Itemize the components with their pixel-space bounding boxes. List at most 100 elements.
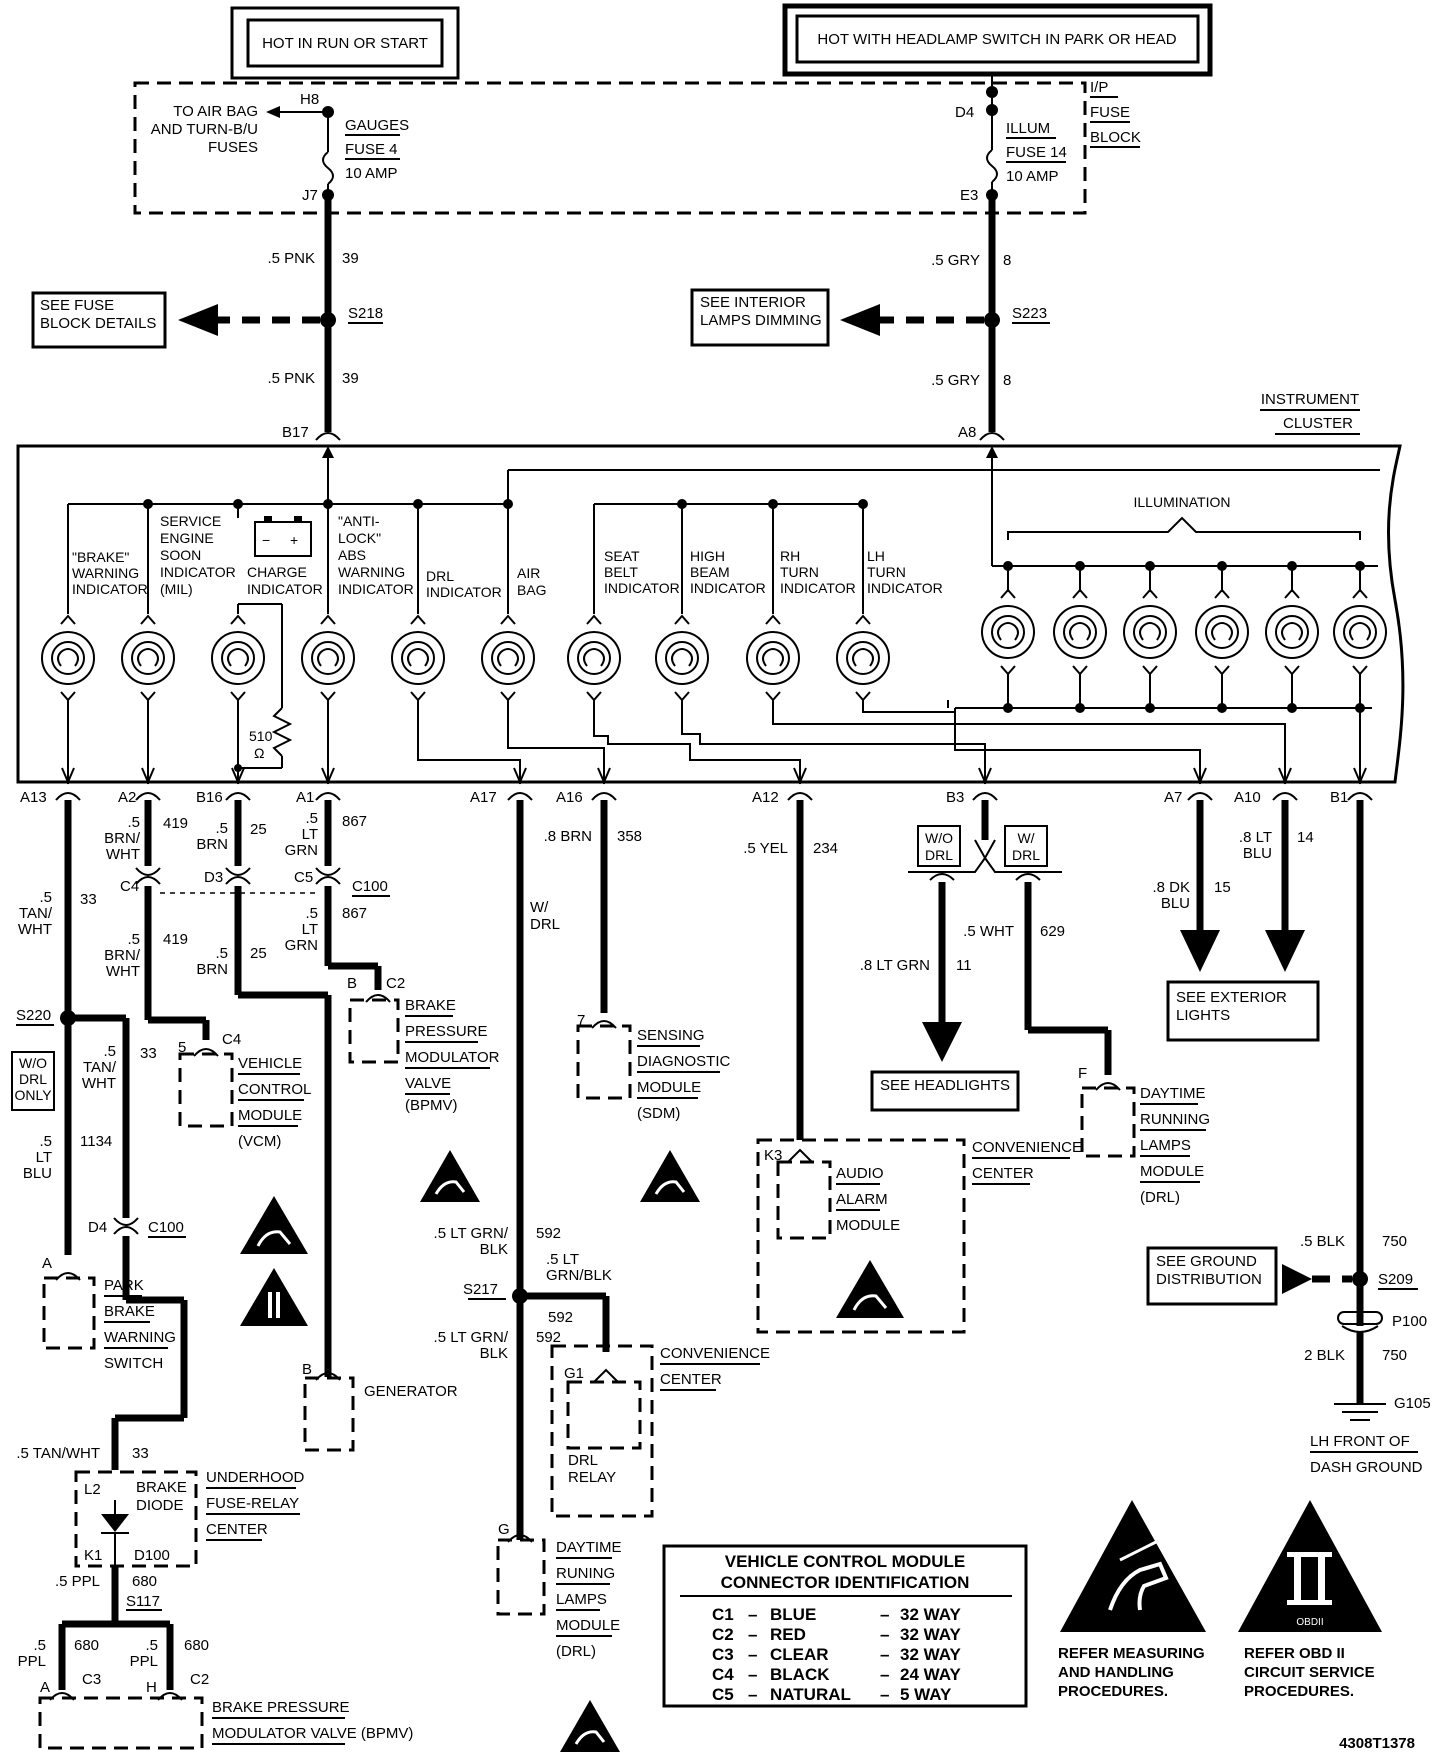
bpmv-bot-pin-a: A xyxy=(40,1679,50,1696)
a16-circuit: 358 xyxy=(617,828,642,845)
battery-minus-glyph: − xyxy=(262,532,270,548)
diode-2: DIODE xyxy=(136,1497,184,1514)
vcm-connector-table: VEHICLE CONTROL MODULE CONNECTOR IDENTIF… xyxy=(662,1544,1028,1708)
d3-circuit: 25 xyxy=(250,945,267,962)
s217-right-1: .5 LT xyxy=(546,1251,579,1268)
indicator-bulb-4 xyxy=(301,614,355,702)
cluster-pin-label: A7 xyxy=(1164,789,1182,806)
row-color: NATURAL xyxy=(770,1685,851,1704)
drl-f-4: MODULE xyxy=(1140,1163,1204,1180)
charge-ind-1: CHARGE xyxy=(247,564,307,580)
svg-text:–: – xyxy=(880,1625,889,1644)
audio-alarm-2: ALARM xyxy=(836,1191,888,1208)
svg-text:–: – xyxy=(880,1665,889,1684)
components: B C2 BRAKE PRESSURE MODULATOR VALVE (BPM… xyxy=(11,975,1431,1750)
ground-dist-2: DISTRIBUTION xyxy=(1156,1271,1262,1288)
sdm-1: SENSING xyxy=(637,1027,705,1044)
to-airbag-3: FUSES xyxy=(208,139,258,156)
brake-ind-2: WARNING xyxy=(72,565,139,581)
lh-front-2: DASH GROUND xyxy=(1310,1459,1423,1476)
sdm-4: (SDM) xyxy=(637,1105,680,1122)
a7-circuit: 15 xyxy=(1214,879,1231,896)
cluster-pin-label: A13 xyxy=(20,789,47,806)
rhturn-ind-3: INDICATOR xyxy=(780,580,856,596)
a10-wire-2: BLU xyxy=(1243,845,1272,862)
drl-relay-pin: G1 xyxy=(564,1365,584,1382)
c4-wire-2: BRN/ xyxy=(104,947,141,964)
ppl-left-1: .5 xyxy=(33,1637,46,1654)
row-size: 32 WAY xyxy=(900,1645,961,1664)
splice-s223: S223 xyxy=(1012,305,1047,322)
conv-center-1-2: CENTER xyxy=(972,1165,1034,1182)
figure-id: 4308T1378 xyxy=(1339,1735,1415,1752)
esd-warning-icon xyxy=(640,1150,700,1202)
esd-large-icon xyxy=(1060,1500,1206,1632)
cluster-pin: A1 xyxy=(296,767,341,806)
illumination-bulb-5 xyxy=(1265,588,1319,676)
splice-s217: S217 xyxy=(463,1281,498,1298)
wire-pnk-2: .5 PNK xyxy=(267,370,315,387)
cluster-pin-label: B3 xyxy=(946,789,964,806)
pin-d4: D4 xyxy=(955,104,974,121)
ppl-left-circuit: 680 xyxy=(74,1637,99,1654)
table-row: C1–BLUE–32 WAY xyxy=(712,1605,961,1624)
bpmv-bot-2: MODULATOR VALVE (BPMV) xyxy=(212,1725,413,1742)
underhood-d100: D100 xyxy=(134,1547,170,1564)
cluster-title-1: INSTRUMENT xyxy=(1261,391,1359,408)
b16-wire-2: BRN xyxy=(196,836,228,853)
park-brake-2: BRAKE xyxy=(104,1303,155,1320)
seatbelt-ind-1: SEAT xyxy=(604,548,640,564)
a2-wire-1: .5 xyxy=(127,814,140,831)
row-id: C4 xyxy=(712,1665,734,1684)
s220-circuit: 33 xyxy=(140,1045,157,1062)
abs-ind-5: INDICATOR xyxy=(338,581,414,597)
s217-bot-2: BLK xyxy=(480,1345,508,1362)
bpmv-bot-conn-c2: C2 xyxy=(190,1671,209,1688)
lhturn-ind-1: LH xyxy=(867,548,885,564)
audio-alarm-pin: K3 xyxy=(764,1147,782,1164)
fuse-block-label-2: FUSE xyxy=(1090,104,1130,121)
obd-note-3: PROCEDURES. xyxy=(1244,1683,1354,1700)
drl-g-2: RUNING xyxy=(556,1565,615,1582)
drl-circuit: 629 xyxy=(1040,923,1065,940)
circuit-8-1: 8 xyxy=(1003,252,1011,269)
s217-bot-1: .5 LT GRN/ xyxy=(434,1329,509,1346)
fuse-block-label-3: BLOCK xyxy=(1090,129,1141,146)
underhood-k1: K1 xyxy=(84,1547,102,1564)
blk-circuit: 750 xyxy=(1382,1233,1407,1250)
blk2-wire: 2 BLK xyxy=(1304,1347,1345,1364)
drl-g-pin: G xyxy=(498,1521,510,1538)
wire-pnk-1: .5 PNK xyxy=(267,250,315,267)
a1-wire-3: GRN xyxy=(285,842,318,859)
cluster-pin: A13 xyxy=(20,767,81,806)
conn-c100: C100 xyxy=(352,878,388,895)
drl-relay-1: DRL xyxy=(568,1452,598,1469)
table-row: C3–CLEAR–32 WAY xyxy=(712,1645,961,1664)
cluster-pin-label: A12 xyxy=(752,789,779,806)
a16-wire: .8 BRN xyxy=(544,828,592,845)
obd-note-1: REFER OBD II xyxy=(1244,1645,1345,1662)
illumination-bulb-1 xyxy=(981,588,1035,676)
s217-right-circuit: 592 xyxy=(548,1309,573,1326)
vcm-conn: C4 xyxy=(222,1031,241,1048)
obd-sub: OBDII xyxy=(1296,1617,1323,1628)
power-label-headlamp: HOT WITH HEADLAMP SWITCH IN PARK OR HEAD xyxy=(817,31,1176,48)
w-drl-2: DRL xyxy=(1012,847,1040,863)
svg-text:–: – xyxy=(880,1605,889,1624)
underhood-l2: L2 xyxy=(84,1481,101,1498)
ground-dist-1: SEE GROUND xyxy=(1156,1253,1257,1270)
drl-relay-2: RELAY xyxy=(568,1469,616,1486)
to-airbag-1: TO AIR BAG xyxy=(173,103,258,120)
svg-text:–: – xyxy=(748,1625,757,1644)
park-brake-4: SWITCH xyxy=(104,1355,163,1372)
indicator-bulb-7 xyxy=(567,614,621,702)
cluster-pin: A17 xyxy=(470,767,533,806)
indicator-bulb-1 xyxy=(41,614,95,702)
lhturn-ind-3: INDICATOR xyxy=(867,580,943,596)
lt-blu-circuit: 1134 xyxy=(80,1133,112,1150)
c5-wire-1: .5 xyxy=(305,905,318,922)
highbeam-ind-3: INDICATOR xyxy=(690,580,766,596)
obd-large-icon xyxy=(1238,1500,1382,1632)
park-brake-3: WARNING xyxy=(104,1329,176,1346)
